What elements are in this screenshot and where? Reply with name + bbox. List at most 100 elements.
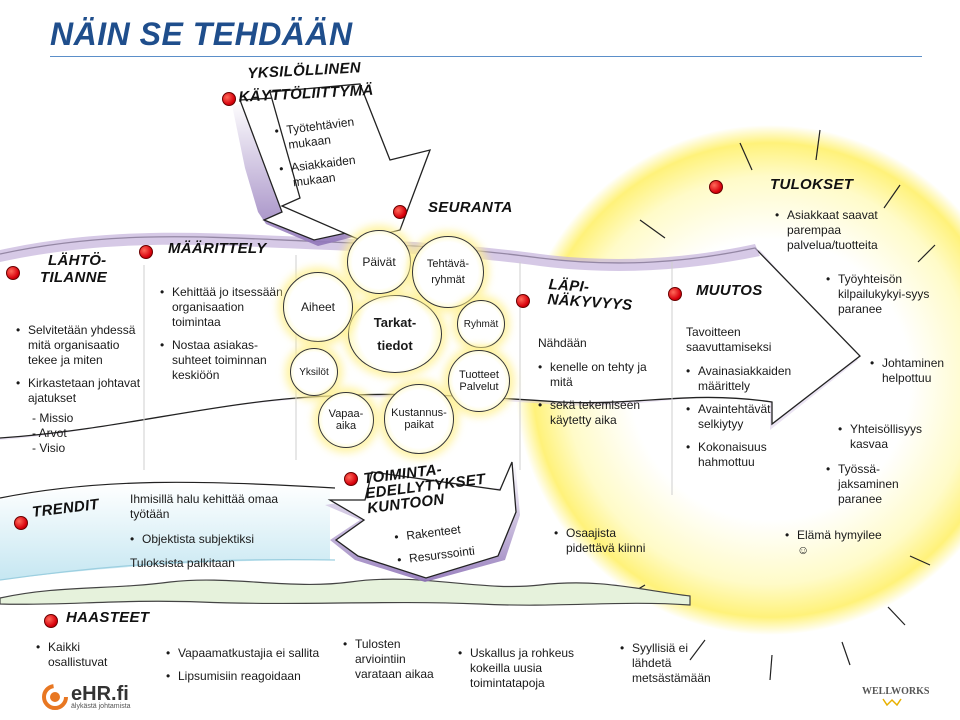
title-underline — [50, 56, 922, 57]
bullet-dot-icon — [139, 245, 153, 259]
lahtotilanne-heading-line1: LÄHTÖ- — [48, 252, 107, 269]
list-item: Johtaminen helpottuu — [870, 356, 960, 386]
bullet-dot-icon — [222, 92, 236, 106]
list-item: Uskallus ja rohkeus kokeilla uusia toimi… — [458, 646, 598, 691]
haasteet-col3: Tulosten arviointiin varataan aikaa — [343, 637, 443, 690]
bubble-tuotteet-palvelut: Tuotteet Palvelut — [448, 350, 510, 412]
bullet-dot-icon — [516, 294, 530, 308]
list-item: Tulosten arviointiin varataan aikaa — [343, 637, 443, 682]
list-item: Syyllisiä ei lähdetä metsästämään — [620, 641, 730, 686]
list-item: Nostaa asiakas-suhteet toiminnan keskiöö… — [160, 338, 285, 383]
list-item: Kehittää jo itsessään organisaation toim… — [160, 285, 285, 330]
trendit-outro: Tuloksista palkitaan — [130, 556, 235, 570]
bubble-tarkat-tiedot: Tarkat- tiedot — [348, 295, 442, 373]
tulokset-list-1: Asiakkaat saavat parempaa palvelua/tuott… — [775, 208, 905, 261]
list-item: Elämä hymyilee ☺ — [785, 528, 885, 558]
sublist-item: - Visio — [32, 441, 66, 455]
tulokset-list-4: Yhteisöllisyys kasvaa — [838, 422, 948, 460]
haasteet-heading: HAASTEET — [66, 609, 150, 626]
bullet-dot-icon — [393, 205, 407, 219]
bubble-label: Tarkat- — [373, 315, 417, 330]
bubble-label: tiedot — [377, 338, 413, 353]
bullet-dot-icon — [44, 614, 58, 628]
ehr-logo-text: eHR.fi — [71, 682, 129, 705]
list-item: Yhteisöllisyys kasvaa — [838, 422, 948, 452]
lahtotilanne-list: Selvitetään yhdessä mitä organisaatio te… — [16, 323, 144, 406]
page-title: NÄIN SE TEHDÄÄN — [50, 16, 353, 52]
bubble-label: Palvelut — [459, 381, 499, 393]
seuranta-heading: SEURANTA — [428, 199, 513, 216]
ehr-logo: eHR.fi älykästä johtamista — [42, 684, 131, 710]
bubble-aiheet: Aiheet — [283, 272, 353, 342]
tulokset-heading: TULOKSET — [770, 176, 854, 193]
list-item: Lipsumisiin reagoidaan — [166, 669, 326, 684]
list-item: Työyhteisön kilpailukykyi-syys paranee — [826, 272, 938, 317]
bubble-label: Tuotteet — [459, 369, 499, 381]
maarittely-heading: MÄÄRITTELY — [168, 240, 267, 257]
sublist-item: - Arvot — [32, 426, 67, 440]
haasteet-col4: Uskallus ja rohkeus kokeilla uusia toimi… — [458, 646, 598, 699]
list-item: sekä tekemiseen käytetty aika — [538, 398, 660, 428]
tulokset-list-5: Työssä-jaksaminen paranee — [826, 462, 926, 515]
bubble-label: Vapaa- — [328, 408, 364, 420]
list-item: Osaajista pidettävä kiinni — [554, 526, 664, 556]
list-item: Objektista subjektiksi — [130, 532, 320, 547]
trendit-list: Objektista subjektiksi — [130, 532, 320, 555]
yksilollinen-list: Työtehtävien mukaan Asiakkaiden mukaan — [274, 112, 383, 200]
lapinakyvyys-heading: LÄPI- NÄKYVYYS — [547, 276, 634, 314]
lapinakyvyys-intro: Nähdään — [538, 336, 587, 350]
bubble-yksilot: Yksilöt — [290, 348, 338, 396]
lapinakyvyys-list: kenelle on tehty ja mitä sekä tekemiseen… — [538, 360, 660, 436]
list-item: Selvitetään yhdessä mitä organisaatio te… — [16, 323, 144, 368]
list-item: Avainasiakkaiden määrittely — [686, 364, 812, 394]
list-item: Asiakkaat saavat parempaa palvelua/tuott… — [775, 208, 905, 253]
ehr-logo-tagline: älykästä johtamista — [71, 702, 131, 710]
bubble-tehtavaryhmat: Tehtävä- ryhmät — [412, 236, 484, 308]
bubble-label: Aiheet — [300, 300, 336, 314]
haasteet-col5: Syyllisiä ei lähdetä metsästämään — [620, 641, 730, 694]
sublist-item: - Missio — [32, 411, 74, 425]
tulokset-list-3: Johtaminen helpottuu — [870, 356, 960, 394]
wellworks-logo: WELLWORKS — [862, 686, 930, 697]
list-item: Avaintehtävät selkiytyy — [686, 402, 812, 432]
bubble-label: Yksilöt — [299, 366, 329, 378]
haasteet-col2: Vapaamatkustajia ei sallita Lipsumisiin … — [166, 646, 326, 692]
hill-shape — [0, 578, 691, 606]
bubble-label: aika — [335, 420, 357, 432]
list-item: kenelle on tehty ja mitä — [538, 360, 660, 390]
bullet-dot-icon — [709, 180, 723, 194]
bubble-paivat: Päivät — [347, 230, 411, 294]
lahtotilanne-sublist: - Missio - Arvot - Visio — [20, 411, 73, 456]
muutos-list: Avainasiakkaiden määrittely Avaintehtävä… — [686, 364, 812, 478]
list-item: Kirkastetaan johtavat ajatukset — [16, 376, 144, 406]
bullet-dot-icon — [6, 266, 20, 280]
bubble-label: Kustannus- — [391, 407, 447, 419]
tulokset-list-2: Työyhteisön kilpailukykyi-syys paranee — [826, 272, 938, 325]
bubble-label: Ryhmät — [463, 318, 499, 330]
bubble-kustannuspaikat: Kustannus- paikat — [384, 384, 454, 454]
bullet-dot-icon — [668, 287, 682, 301]
bubble-ryhmat: Ryhmät — [457, 300, 505, 348]
trendit-intro: Ihmisillä halu kehittää omaa työtään — [130, 492, 279, 521]
muutos-heading: MUUTOS — [696, 282, 763, 299]
bubble-label: paikat — [404, 419, 434, 431]
ehr-logo-icon — [42, 684, 68, 710]
haasteet-col1: Kaikki osallistuvat — [36, 640, 126, 678]
lahtotilanne-heading-line2: TILANNE — [40, 269, 108, 286]
maarittely-list: Kehittää jo itsessään organisaation toim… — [160, 285, 285, 391]
list-item: Asiakkaiden mukaan — [278, 150, 381, 192]
bubble-label: Tehtävä- — [426, 258, 470, 270]
lahtotilanne-heading: LÄHTÖ- TILANNE — [40, 252, 107, 286]
list-item: Kokonaisuus hahmottuu — [686, 440, 812, 470]
bullet-dot-icon — [344, 472, 358, 486]
muutos-intro: Tavoitteen saavuttamiseksi — [686, 325, 772, 354]
tulokset-list-6: Elämä hymyilee ☺ — [785, 528, 885, 566]
yksilollinen-heading: YKSILÖLLINEN KÄYTTÖLIITTYMÄ — [238, 59, 374, 105]
osaajista-list: Osaajista pidettävä kiinni — [554, 526, 664, 564]
bubble-vapaa-aika: Vapaa- aika — [318, 392, 374, 448]
list-item: Vapaamatkustajia ei sallita — [166, 646, 326, 661]
wellworks-mark-icon — [882, 698, 902, 706]
list-item: Työssä-jaksaminen paranee — [826, 462, 926, 507]
bubble-label: ryhmät — [431, 274, 465, 286]
list-item: Kaikki osallistuvat — [36, 640, 126, 670]
